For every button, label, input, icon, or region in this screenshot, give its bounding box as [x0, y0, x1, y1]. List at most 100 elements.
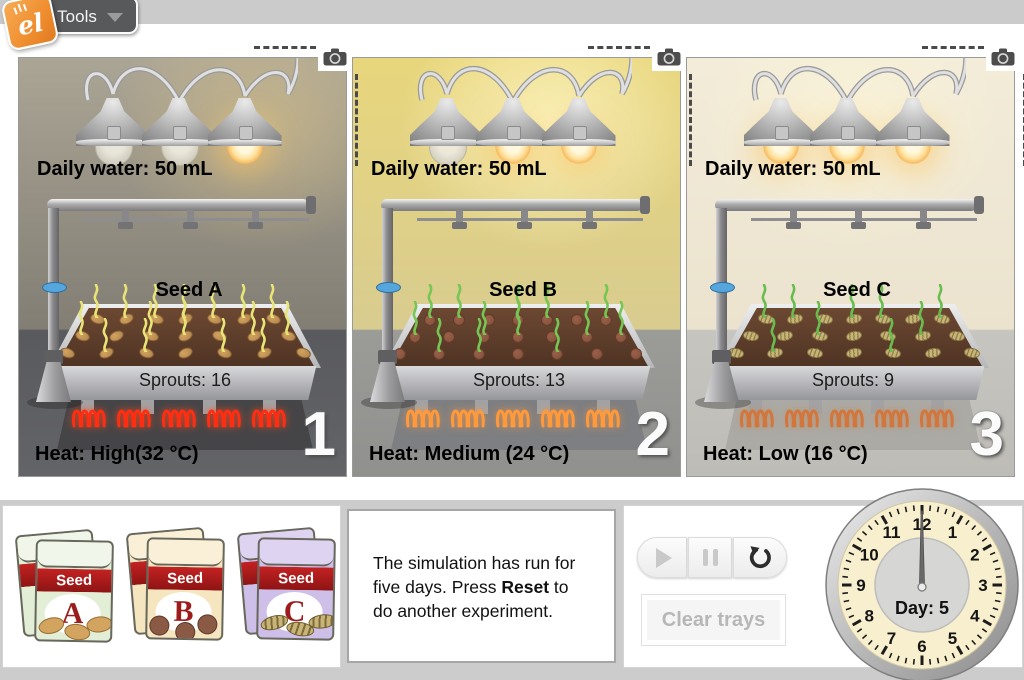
reset-button[interactable] — [733, 537, 787, 578]
sprout — [93, 284, 99, 318]
tray-front — [387, 366, 651, 400]
water-nozzle — [183, 210, 198, 229]
heating-coils — [71, 402, 289, 428]
sprout — [102, 318, 109, 352]
seed-tray[interactable]: Sprouts: 13 — [383, 284, 655, 404]
sprout — [427, 284, 433, 318]
packet-ribbon: Seed — [34, 568, 114, 592]
snapshot-camera-button[interactable] — [318, 43, 352, 71]
packet-seed-art — [196, 613, 219, 636]
snapshot-dashed-border-right — [689, 74, 692, 166]
sprout — [554, 318, 561, 352]
play-button[interactable] — [637, 537, 687, 578]
seed — [963, 346, 981, 360]
heat-lamp — [141, 98, 216, 176]
chamber-number: 2 — [635, 400, 670, 469]
seeds-and-sprouts — [723, 284, 983, 368]
svg-text:3: 3 — [978, 576, 987, 595]
water-pipe — [47, 199, 309, 211]
clear-trays-label: Clear trays — [661, 608, 766, 631]
heating-coils — [739, 402, 957, 428]
seed — [845, 346, 863, 360]
sprout — [412, 301, 418, 335]
heating-coil — [784, 409, 819, 428]
seed-tray[interactable]: Sprouts: 9 — [717, 284, 989, 404]
seed — [948, 329, 966, 343]
sprout — [142, 318, 148, 352]
seed — [294, 345, 313, 361]
heat-lamp — [875, 98, 950, 176]
tools-menu-button[interactable]: Tools — [42, 0, 138, 34]
clear-trays-button[interactable]: Clear trays — [641, 594, 786, 646]
heating-coil — [540, 409, 575, 428]
heating-coil — [206, 409, 241, 428]
seed-type-label: Seed A — [155, 279, 223, 301]
heat-lamp — [541, 98, 616, 176]
tools-menu-label: Tools — [57, 6, 97, 26]
water-pipe — [715, 199, 977, 211]
snapshot-dashed-border-top — [922, 46, 984, 49]
svg-text:10: 10 — [860, 546, 879, 565]
packet-ribbon: Seed — [145, 566, 225, 590]
water-nozzle — [786, 210, 801, 229]
pipe-blue-ring — [42, 282, 67, 293]
seeds-and-sprouts — [55, 284, 315, 368]
sprout — [220, 318, 227, 352]
packet-seed-art — [36, 614, 66, 637]
water-nozzle — [118, 210, 133, 229]
heating-coil — [405, 409, 440, 428]
sprout — [240, 284, 246, 318]
water-nozzle — [452, 210, 467, 229]
sprout — [481, 301, 487, 335]
svg-text:2: 2 — [970, 546, 979, 565]
daily-water-label: Daily water: 50 mL — [371, 158, 547, 180]
seed-tray[interactable]: Sprouts: 16 — [49, 284, 321, 404]
svg-text:1: 1 — [948, 523, 957, 542]
heating-coil — [739, 409, 774, 428]
snapshot-dashed-border-top — [588, 46, 650, 49]
sprout — [515, 301, 521, 335]
heat-lamp — [75, 98, 150, 176]
svg-text:4: 4 — [970, 607, 980, 626]
snapshot-camera-button[interactable] — [986, 43, 1020, 71]
snapshot-dashed-border-right — [355, 74, 358, 166]
seed — [923, 346, 942, 360]
pause-button[interactable] — [688, 537, 732, 578]
heating-coil — [919, 409, 954, 428]
heat-lamp — [475, 98, 550, 176]
sprout — [122, 284, 129, 318]
svg-text:11: 11 — [883, 523, 901, 542]
heating-coil — [495, 409, 530, 428]
sprout — [790, 284, 797, 318]
seed-type-label: Seed B — [489, 279, 557, 301]
svg-text:7: 7 — [887, 629, 896, 648]
sprout — [260, 318, 266, 352]
snapshot-camera-button[interactable] — [652, 43, 686, 71]
play-icon — [656, 547, 672, 568]
heat-lamp — [743, 98, 818, 176]
heating-coil — [71, 409, 106, 428]
heating-coil — [116, 409, 151, 428]
pipe-blue-ring — [710, 282, 735, 293]
seed — [443, 331, 456, 343]
seed — [570, 314, 583, 326]
heating-coil — [874, 409, 909, 428]
day-counter: Day: 5 — [895, 598, 949, 618]
water-nozzle — [916, 210, 931, 229]
pipe-blue-ring — [376, 282, 401, 293]
sprout — [618, 301, 624, 335]
sprout — [918, 301, 924, 335]
seeds-and-sprouts — [389, 284, 649, 368]
sprout — [250, 301, 256, 335]
lamp-wires — [417, 57, 632, 104]
tray-front — [53, 366, 317, 400]
sprout — [603, 284, 609, 318]
